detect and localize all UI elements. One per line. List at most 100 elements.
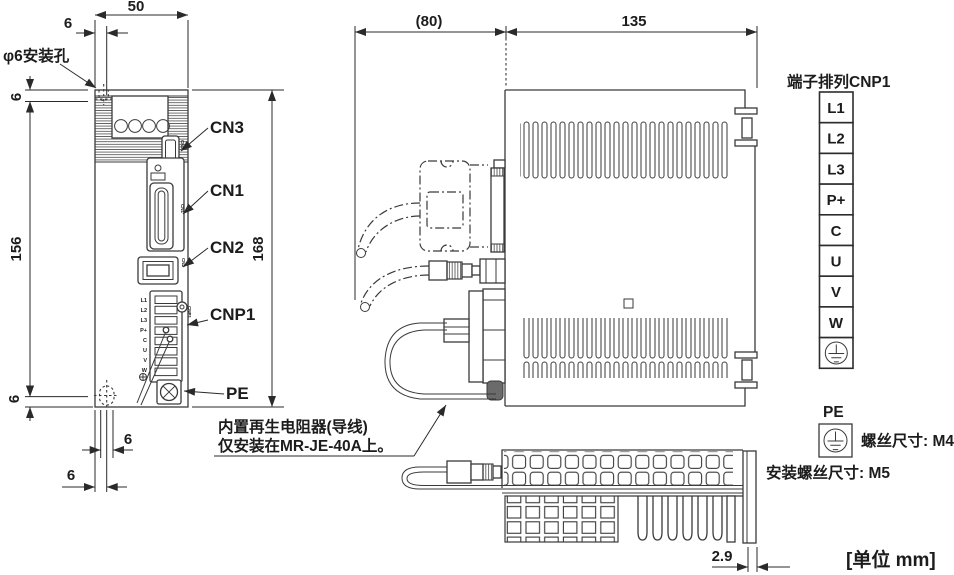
bottom-wire-outer bbox=[401, 466, 743, 490]
led-indicator bbox=[114, 119, 128, 133]
mounting-hole-centerlines bbox=[95, 84, 113, 105]
pe-label: PE bbox=[226, 384, 249, 403]
side-view bbox=[356, 89, 758, 407]
mounting-hole-label: φ6安装孔 bbox=[3, 46, 70, 65]
cnp1-mount-tab-hole bbox=[179, 304, 185, 310]
front-terminal-label: C bbox=[143, 338, 147, 344]
front-view: L1 L2 L3 P+ C U V W bbox=[94, 84, 189, 492]
regen-wires-front bbox=[136, 330, 171, 406]
bottom-body-outline bbox=[501, 449, 743, 488]
terminal-block: 端子排列CNP1 L1 L2 L3 P+ C U V W bbox=[787, 72, 891, 370]
dim-width-50: 50 bbox=[128, 0, 145, 15]
bottom-wire-plug bbox=[446, 460, 502, 484]
pe-screw-cross bbox=[162, 385, 176, 399]
terminal-cells bbox=[818, 91, 854, 370]
cnp1-mount-tab bbox=[176, 301, 188, 313]
mounting-hook-top bbox=[734, 107, 758, 147]
extension-lines-fin bbox=[747, 547, 758, 572]
side-knockout bbox=[623, 298, 634, 309]
wire-terminal bbox=[162, 326, 170, 334]
port-callouts: CN3 CN1 CN2 CNP1 PE CN3 CN1 CN2 CNP1 bbox=[180, 118, 255, 403]
dim-slot-width-6: 6 bbox=[124, 431, 132, 448]
cn1-connector-slot bbox=[154, 187, 169, 245]
dim-bottom-offset-6: 6 bbox=[6, 395, 23, 403]
terminal-screw-size: 螺丝尺寸: M4 bbox=[861, 431, 954, 450]
cnp1-port-tag: CNP1 bbox=[187, 306, 192, 319]
slot-extension-lines bbox=[94, 410, 114, 492]
regen-wire-inner bbox=[389, 329, 496, 395]
cn1-connector-pins bbox=[157, 190, 166, 242]
front-terminal-label: L2 bbox=[141, 308, 147, 314]
cn1-port-tag: CN1 bbox=[180, 204, 185, 213]
dim-slot-offset-6: 6 bbox=[67, 467, 75, 484]
terminal-cell-label: C bbox=[831, 223, 842, 240]
led-indicator bbox=[142, 119, 156, 133]
dim-height-156: 156 bbox=[8, 236, 25, 261]
front-terminal-label: P+ bbox=[140, 328, 147, 334]
front-terminal-labels: L1 L2 L3 P+ C U V W bbox=[140, 298, 148, 374]
cnp1-label: CNP1 bbox=[210, 305, 255, 324]
bottom-end-cap bbox=[742, 450, 757, 544]
protective-earth-icon bbox=[824, 341, 848, 365]
bottom-view: 2.9 bbox=[401, 449, 790, 572]
plate-screw bbox=[154, 164, 162, 172]
regen-note-line1: 内置再生电阻器(导线) bbox=[218, 417, 368, 436]
terminal-cell-label: L1 bbox=[827, 100, 845, 117]
heatsink-fins bbox=[637, 495, 736, 543]
terminal-cell-label: P+ bbox=[827, 192, 846, 209]
ground-symbol-small bbox=[139, 373, 147, 381]
vent-slots-bottom bbox=[522, 318, 728, 378]
bottom-vent-holes bbox=[504, 451, 733, 485]
pe-info: PE 螺丝尺寸: M4 安装螺丝尺寸: M5 bbox=[766, 404, 954, 482]
cn2-plug bbox=[360, 258, 506, 312]
bottom-wire-inner bbox=[406, 471, 743, 486]
dim-hole-offset-6: 6 bbox=[64, 15, 72, 32]
front-terminal-label: V bbox=[143, 358, 147, 364]
protective-earth-icon bbox=[823, 428, 848, 453]
terminal-cell-label: U bbox=[831, 254, 842, 271]
led-indicator bbox=[128, 119, 142, 133]
dim-top-offset-6: 6 bbox=[8, 93, 25, 101]
cn1-label: CN1 bbox=[210, 181, 244, 200]
cn1-plug-phantom bbox=[356, 160, 488, 258]
dim-fin-2-9: 2.9 bbox=[712, 548, 733, 565]
terminal-cell-label: L2 bbox=[827, 131, 845, 148]
mounting-hole bbox=[98, 90, 109, 102]
cn2-connector-frame bbox=[142, 261, 174, 280]
front-terminal-label: W bbox=[142, 368, 148, 374]
cn2-connector-slot bbox=[146, 264, 170, 277]
dim-height-168: 168 bbox=[250, 236, 267, 261]
cnp1-plug bbox=[384, 288, 506, 401]
mounting-hook-bottom bbox=[734, 351, 758, 389]
regen-note-line2: 仅安装在MR-JE-40A上。 bbox=[217, 436, 393, 455]
side-dimensions: (80) 135 bbox=[354, 13, 758, 300]
pe-symbol-label: PE bbox=[823, 404, 844, 421]
plate-window bbox=[150, 172, 166, 181]
front-terminal-label: U bbox=[143, 348, 147, 354]
cn2-port-tag: CN2 bbox=[181, 258, 186, 267]
cn1-connector bbox=[149, 182, 174, 250]
wire-grommet bbox=[486, 380, 504, 401]
front-terminal-label: L3 bbox=[141, 318, 147, 324]
mounting-screw-size: 安装螺丝尺寸: M5 bbox=[766, 463, 890, 482]
cn1-socket bbox=[490, 167, 505, 253]
cn1-socket-cap bbox=[493, 159, 506, 169]
terminal-cell-label: W bbox=[829, 315, 844, 332]
cn2-label: CN2 bbox=[210, 238, 244, 257]
terminal-cell-label: L3 bbox=[827, 161, 845, 178]
terminal-cell-label: V bbox=[831, 284, 841, 301]
regen-note: 内置再生电阻器(导线) 仅安装在MR-JE-40A上。 bbox=[214, 404, 447, 457]
regen-wire-outer bbox=[384, 322, 496, 400]
front-terminal-label: L1 bbox=[141, 298, 147, 304]
extension-lines-top bbox=[94, 20, 189, 95]
dim-depth-80: (80) bbox=[416, 13, 443, 30]
vent-slots-top bbox=[520, 119, 728, 179]
cn3-port-tag: CN3 bbox=[180, 140, 185, 149]
wire-terminal bbox=[166, 335, 174, 343]
front-dimensions: 50 6 φ6安装孔 6 156 6 168 6 6 bbox=[3, 0, 284, 491]
dim-depth-135: 135 bbox=[621, 13, 646, 30]
bottom-terminal-grid bbox=[504, 495, 619, 543]
slot-centerlines bbox=[94, 380, 119, 410]
